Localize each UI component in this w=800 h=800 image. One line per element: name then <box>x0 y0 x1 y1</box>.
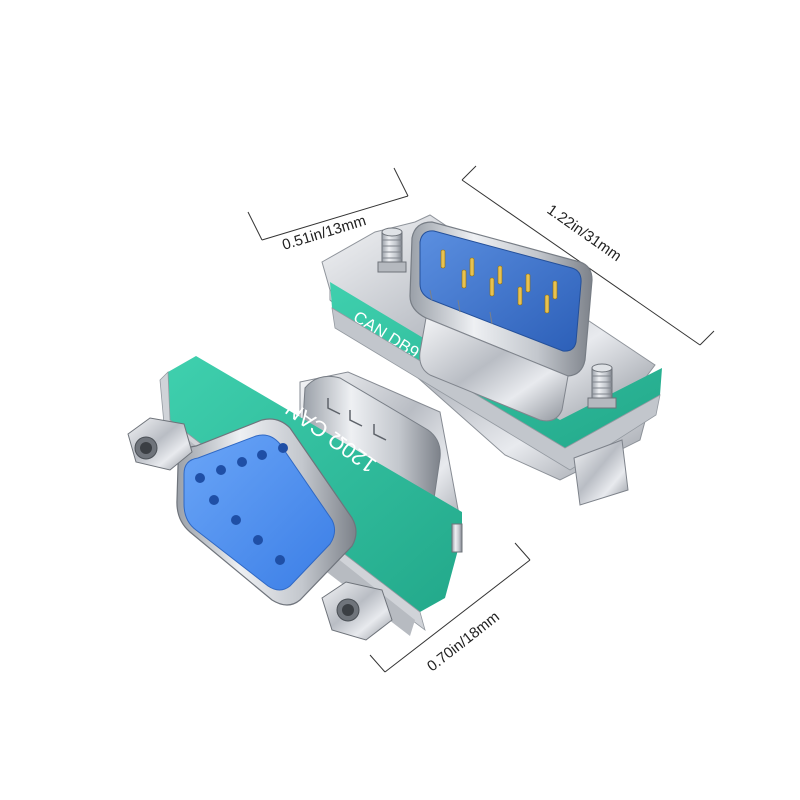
female-rear-screw <box>451 523 463 553</box>
female-hex-nut-left <box>127 417 193 471</box>
female-hex-nut-right <box>321 581 393 641</box>
male-insert <box>419 230 582 352</box>
female-sockets <box>195 443 288 565</box>
male-screw-right <box>587 363 617 409</box>
male-screw-left <box>377 227 407 273</box>
dimension-width-label: 0.70in/18mm <box>424 608 503 675</box>
female-adapter: 120Ω CAN <box>127 356 463 641</box>
female-rear-marks <box>327 398 387 441</box>
male-pins <box>440 249 558 314</box>
